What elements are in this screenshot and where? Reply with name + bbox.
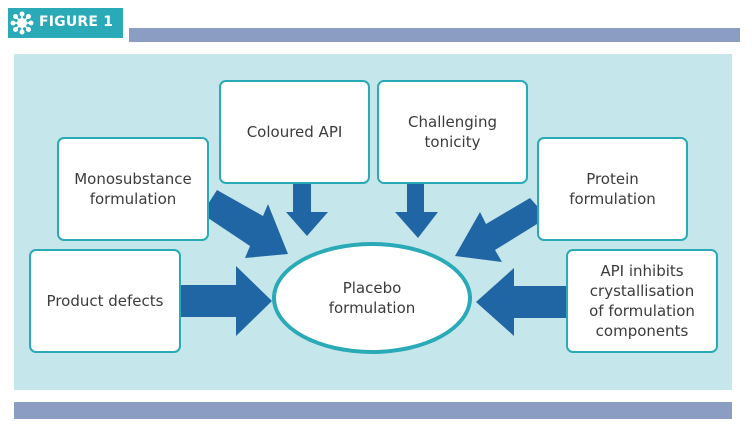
figure-header: FIGURE 1 <box>8 8 740 42</box>
label-coloured-api: Coloured API <box>246 123 343 141</box>
label-api-inhibits: API inhibits crystallisation of formulat… <box>589 262 695 340</box>
box-api-inhibits: API inhibits crystallisation of formulat… <box>566 249 718 353</box>
footer-rule <box>14 402 732 419</box>
network-icon <box>10 11 34 35</box>
box-coloured-api: Coloured API <box>219 80 370 184</box>
center-ellipse: Placebo formulation <box>272 242 472 354</box>
box-monosubstance: Monosubstance formulation <box>57 137 209 241</box>
center-label: Placebo formulation <box>328 279 416 317</box>
box-product-defects: Product defects <box>29 249 181 353</box>
label-monosubstance: Monosubstance formulation <box>74 170 192 208</box>
arrow-product-defects <box>180 266 272 336</box>
figure-tag: FIGURE 1 <box>8 8 123 38</box>
header-rule <box>129 28 740 42</box>
arrow-coloured-api <box>286 183 328 236</box>
arrow-challenging-tonicity <box>395 183 438 238</box>
arrow-protein <box>455 198 537 262</box>
box-protein: Protein formulation <box>537 137 688 241</box>
figure-label: FIGURE 1 <box>39 14 114 30</box>
arrow-monosubstance <box>208 190 288 258</box>
label-challenging-tonicity: Challenging tonicity <box>408 113 497 151</box>
label-protein: Protein formulation <box>569 170 656 208</box>
arrow-api-inhibits <box>476 268 567 336</box>
box-challenging-tonicity: Challenging tonicity <box>377 80 528 184</box>
label-product-defects: Product defects <box>46 292 164 310</box>
